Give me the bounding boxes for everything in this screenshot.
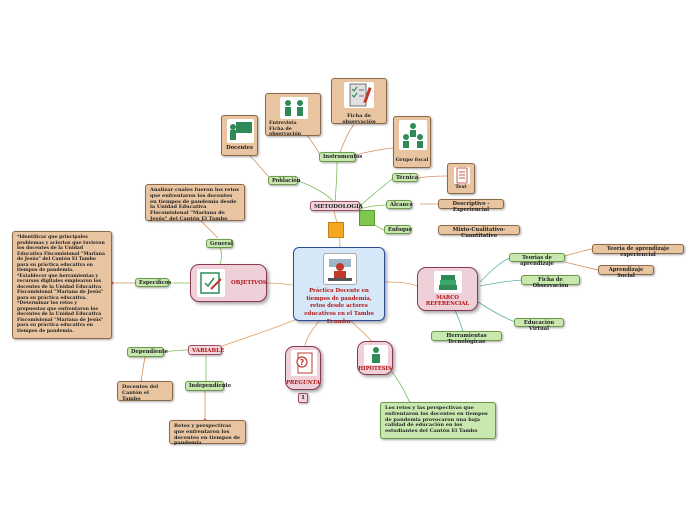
enfoque-valor[interactable]: Mixto-Cualitativo-Cuantitativo <box>438 225 520 239</box>
educacion-virtual-node[interactable]: Educación Virtual <box>514 318 564 332</box>
question-doc-icon: ? <box>291 350 317 376</box>
metodologia-node[interactable]: METODOLOGIA <box>310 201 363 211</box>
checklist-icon <box>344 82 374 108</box>
general-node[interactable]: General <box>206 239 233 248</box>
entrevista-label: Entrevista Ficha de observación <box>269 120 302 138</box>
hipotesis-node[interactable]: HIPOTESIS <box>357 341 393 375</box>
svg-text:?: ? <box>300 358 305 367</box>
especificos-node[interactable]: Específicos <box>135 278 171 287</box>
hipotesis-label: HIPOTESIS <box>358 366 392 372</box>
grupo-focal-label: Grupo focal <box>395 157 429 164</box>
entrevista-node[interactable]: Entrevista Ficha de observación <box>265 93 321 138</box>
general-texto[interactable]: Analizar cuales fueron los retos que enf… <box>145 184 245 222</box>
dependiente-node[interactable]: Dependiente <box>127 347 168 357</box>
pregunta-label: PREGUNTA <box>286 380 321 386</box>
aprendizaje-social-node[interactable]: Aprendizaje Social <box>598 265 654 279</box>
classroom-icon <box>227 119 254 143</box>
docentes-label: Docentes <box>226 145 253 152</box>
docentes-node[interactable]: Docentes <box>221 115 258 156</box>
person-icon <box>364 345 388 365</box>
teorias-node[interactable]: Teorias de aprendizaje <box>509 253 565 267</box>
test-label: Test <box>455 184 467 191</box>
central-topic[interactable]: Práctica Docente en tiempos de pandemia,… <box>293 247 385 325</box>
marco-referencial-node[interactable]: MARCO REFERENCIAL <box>417 267 478 311</box>
test-node[interactable]: Test <box>447 163 475 194</box>
group-icon <box>399 120 427 150</box>
alcance-valor[interactable]: Descriptivo - Experiencial <box>438 199 504 213</box>
ficha-obs-marco-node[interactable]: Ficha de Observación <box>521 275 580 289</box>
pregunta-node[interactable]: ? PREGUNTA <box>285 346 321 390</box>
checklist-pen-icon <box>197 269 225 297</box>
tecnica-node[interactable]: Técnica <box>392 173 418 182</box>
marco-referencial-label: MARCO REFERENCIAL <box>425 295 470 307</box>
orange-square <box>328 222 344 238</box>
dependiente-texto[interactable]: Docentes del Cantón el Tambo <box>117 381 173 401</box>
especificos-texto[interactable]: *Identificar que principales problemas y… <box>12 231 112 339</box>
grupo-focal-node[interactable]: Grupo focal <box>393 116 431 168</box>
objetivos-label: OBJETIVOS <box>231 280 267 286</box>
test-sheet-icon <box>454 167 470 184</box>
variable-node[interactable]: VARIABLE <box>188 345 224 355</box>
herramientas-node[interactable]: Herramientas Tecnológicas <box>431 331 502 345</box>
ficha-observacion-label: Ficha de observación <box>342 113 376 125</box>
objetivos-node[interactable]: OBJETIVOS <box>190 264 267 302</box>
teacher-icon <box>323 253 357 285</box>
teoria-experiencial-node[interactable]: Teoria de aprendizaje experiencial <box>592 244 684 258</box>
central-topic-text: Práctica Docente en tiempos de pandemia,… <box>304 288 374 325</box>
interview-icon <box>280 97 308 119</box>
enfoque-node[interactable]: Enfoque <box>384 225 412 234</box>
ficha-observacion-node[interactable]: Ficha de observación <box>331 78 387 125</box>
green-square <box>359 210 375 226</box>
books-icon <box>434 271 462 293</box>
independiente-texto[interactable]: Retos y perspectivas que enfrentaron los… <box>169 420 246 446</box>
alcance-node[interactable]: Alcance <box>386 200 413 209</box>
hipotesis-texto[interactable]: Los retos y las perspectivas que enfrent… <box>380 402 496 439</box>
instrumentos-node[interactable]: Instrumentos <box>319 152 362 162</box>
independiente-node[interactable]: Independiente <box>185 381 231 391</box>
pregunta-badge[interactable]: 1 <box>298 393 308 403</box>
poblacion-node[interactable]: Población <box>268 176 301 185</box>
